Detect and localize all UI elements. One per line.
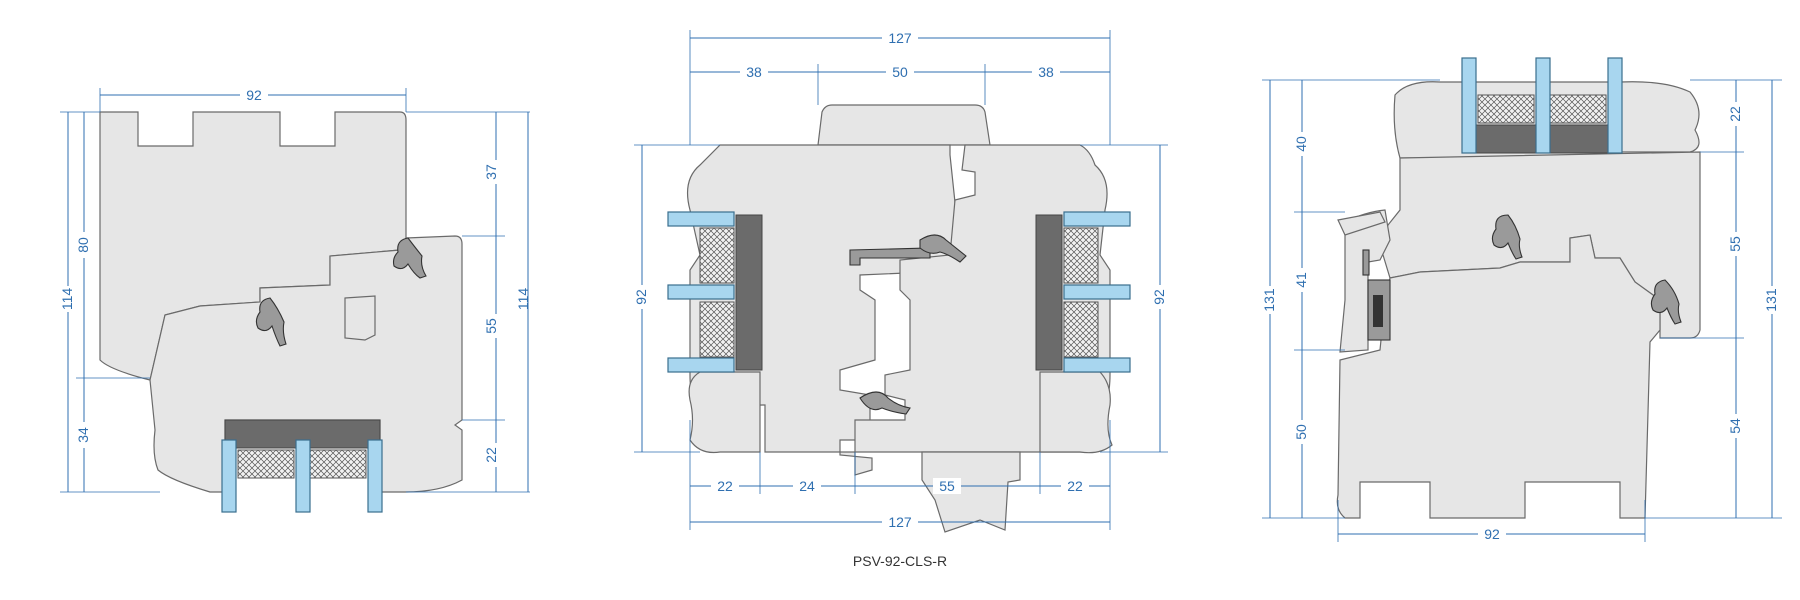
left-dim-right-bottom: 22: [483, 447, 499, 463]
middle-dim-bottom-total: 127: [888, 514, 912, 530]
middle-left-glass-3: [667, 357, 735, 373]
drawing-caption: PSV-92-CLS-R: [853, 553, 947, 569]
left-seal-upper: [392, 237, 427, 279]
middle-right-glass-3: [1063, 357, 1131, 373]
right-left-wedge: [1337, 211, 1386, 236]
middle-left-spacer: [735, 214, 763, 371]
middle-dim-bottom-a: 22: [717, 478, 733, 494]
left-chamber: [344, 295, 376, 341]
middle-seal-center: [919, 234, 967, 263]
middle-right-bead: [1039, 371, 1113, 454]
left-glass-pane-1: [221, 439, 237, 513]
middle-dim-bottom-b: 24: [799, 478, 815, 494]
right-seal-1: [1491, 214, 1523, 260]
right-hardware-bar: [1362, 249, 1370, 276]
middle-dim-right: 92: [1151, 289, 1167, 305]
left-lower-profile: [149, 235, 463, 493]
right-seal-2: [1650, 279, 1682, 325]
right-dim-bottom: 92: [1484, 526, 1500, 542]
left-dim-upper: 80: [75, 237, 91, 253]
left-dim-right-mid: 55: [483, 318, 499, 334]
left-dim-top: 92: [246, 87, 262, 103]
left-section: 92 114 80 34 114 37 55 22: [59, 86, 536, 513]
middle-section: 127 38 50 38 92 92 22 24 55 22: [633, 30, 1168, 569]
middle-left-glass-2: [667, 284, 735, 300]
middle-left-mesh-2: [699, 301, 735, 358]
right-mesh-2: [1549, 94, 1607, 124]
middle-right-mesh-1: [1063, 227, 1099, 284]
left-dim-outer: 114: [59, 288, 75, 311]
middle-right-mesh-2: [1063, 301, 1099, 358]
middle-left-mesh-1: [699, 227, 735, 284]
middle-top-cap: [817, 104, 991, 146]
left-dim-lower: 34: [75, 427, 91, 443]
middle-dim-top-mid: 50: [892, 64, 908, 80]
middle-left-glass-1: [667, 211, 735, 227]
right-dim-right-bottom: 54: [1727, 418, 1743, 434]
right-dim-right-mid: 55: [1727, 236, 1743, 252]
right-dim-left-top: 40: [1293, 136, 1309, 152]
right-glass-pane-2: [1535, 57, 1551, 154]
middle-dim-left: 92: [633, 289, 649, 305]
left-dim-right-top: 37: [483, 164, 499, 180]
middle-right-spacer: [1035, 214, 1063, 371]
right-hardware-core: [1373, 295, 1383, 327]
middle-dim-top-right: 38: [1038, 64, 1054, 80]
right-mesh-1: [1477, 94, 1535, 124]
middle-dim-bottom-d: 22: [1067, 478, 1083, 494]
middle-left-bead: [688, 371, 761, 454]
middle-seal-bottom: [859, 391, 911, 415]
left-glass-pane-2: [295, 439, 311, 513]
right-dim-left-outer: 131: [1261, 288, 1277, 312]
left-mesh-2: [309, 449, 367, 479]
left-upper-profile: [99, 111, 407, 381]
right-dim-left-mid: 41: [1293, 272, 1309, 288]
right-dim-right-outer: 131: [1763, 288, 1779, 312]
left-dim-right-outer: 114: [515, 288, 531, 311]
middle-dim-top-left: 38: [746, 64, 762, 80]
middle-right-glass-1: [1063, 211, 1131, 227]
middle-dim-bottom-c: 55: [939, 478, 955, 494]
right-section: 131 40 41 50 22 55 54 131 92: [1261, 57, 1782, 542]
right-glass-pane-3: [1607, 57, 1623, 154]
right-dim-right-top: 22: [1727, 106, 1743, 122]
right-lower-profile: [1336, 234, 1661, 519]
left-mesh-1: [237, 449, 295, 479]
left-glass-pane-3: [367, 439, 383, 513]
middle-right-glass-2: [1063, 284, 1131, 300]
right-glass-pane-1: [1461, 57, 1477, 154]
left-seal-lower: [255, 297, 287, 347]
right-dim-left-bottom: 50: [1293, 424, 1309, 440]
middle-dim-top-total: 127: [888, 30, 912, 46]
middle-handle-stub: [921, 451, 1021, 533]
